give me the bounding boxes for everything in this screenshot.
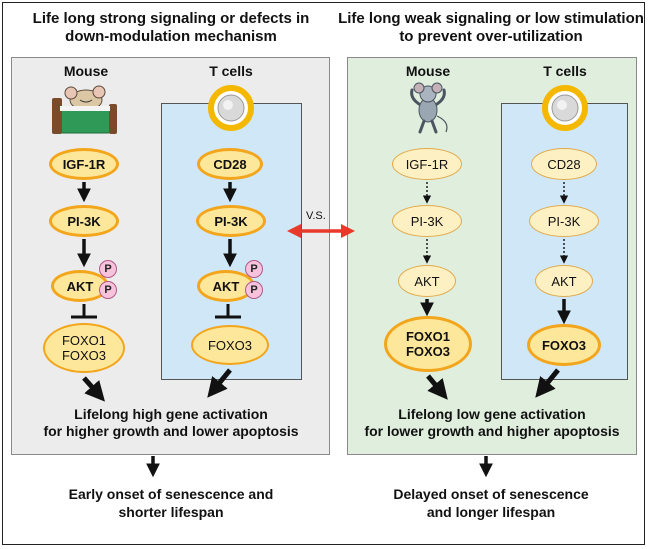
left-mouse-igf1r-node: IGF-1R [49,148,119,180]
strong-mouse-icon [410,82,448,134]
tcell-icon-left [208,85,254,131]
right-mouse-pi3k-node: PI-3K [392,205,462,237]
right-tcell-pi3k-node: PI-3K [529,205,599,237]
left-tcells-label: T cells [209,63,253,79]
left-tcell-output-arrow [207,368,232,398]
left-final-text: Early onset of senescence and shorter li… [12,485,330,521]
right-final-line2: and longer lifespan [426,504,556,520]
left-final-line2: shorter lifespan [118,504,224,520]
left-tcell-p2-badge: P [245,281,263,299]
right-outcome-line2: for lower growth and higher apoptosis [364,423,620,439]
foxo3-label: FOXO3 [405,344,451,359]
tired-mouse-icon [52,85,117,134]
right-outcome-text: Lifelong low gene activation for lower g… [347,406,637,440]
right-tcell-akt-node: AKT [535,265,593,297]
left-mouse-p1-badge: P [99,260,117,278]
left-mouse-label: Mouse [63,63,109,79]
left-tcell-p1-badge: P [245,260,263,278]
left-tcell-cd28-node: CD28 [197,148,263,180]
left-tcell-akt-node: AKT [197,270,255,302]
right-mouse-igf1r-node: IGF-1R [392,148,462,180]
left-outcome-line2: for higher growth and lower apoptosis [43,423,299,439]
left-tcell-foxo3-node: FOXO3 [191,325,269,365]
foxo1-label: FOXO1 [61,333,107,348]
right-final-line1: Delayed onset of senescence [393,486,589,502]
left-final-line1: Early onset of senescence and [68,486,274,502]
left-tcell-pi3k-node: PI-3K [196,205,266,237]
left-outcome-text: Lifelong high gene activation for higher… [12,406,330,440]
right-mouse-label: Mouse [405,63,451,79]
foxo1-label: FOXO1 [405,329,451,344]
foxo3-label: FOXO3 [61,348,107,363]
right-header: Life long weak signaling or low stimulat… [338,10,644,45]
right-final-text: Delayed onset of senescence and longer l… [338,485,644,521]
right-mouse-output-arrow [426,374,448,400]
left-mouse-foxo-node: FOXO1 FOXO3 [43,323,125,373]
left-mouse-p2-badge: P [99,281,117,299]
right-mouse-akt-node: AKT [398,265,456,297]
right-mouse-foxo-node: FOXO1 FOXO3 [384,316,472,372]
left-mouse-output-arrow [82,376,105,402]
right-tcell-cd28-node: CD28 [531,148,597,180]
right-outcome-line1: Lifelong low gene activation [398,406,586,422]
right-tcell-foxo3-node: FOXO3 [527,324,601,366]
left-mouse-pi3k-node: PI-3K [49,205,119,237]
right-tcells-label: T cells [543,63,587,79]
left-outcome-line1: Lifelong high gene activation [74,406,268,422]
right-tcell-output-arrow [535,368,560,398]
left-header: Life long strong signaling or defects in… [32,10,310,45]
vs-label: V.S. [306,210,326,222]
tcell-icon-right [542,85,588,131]
